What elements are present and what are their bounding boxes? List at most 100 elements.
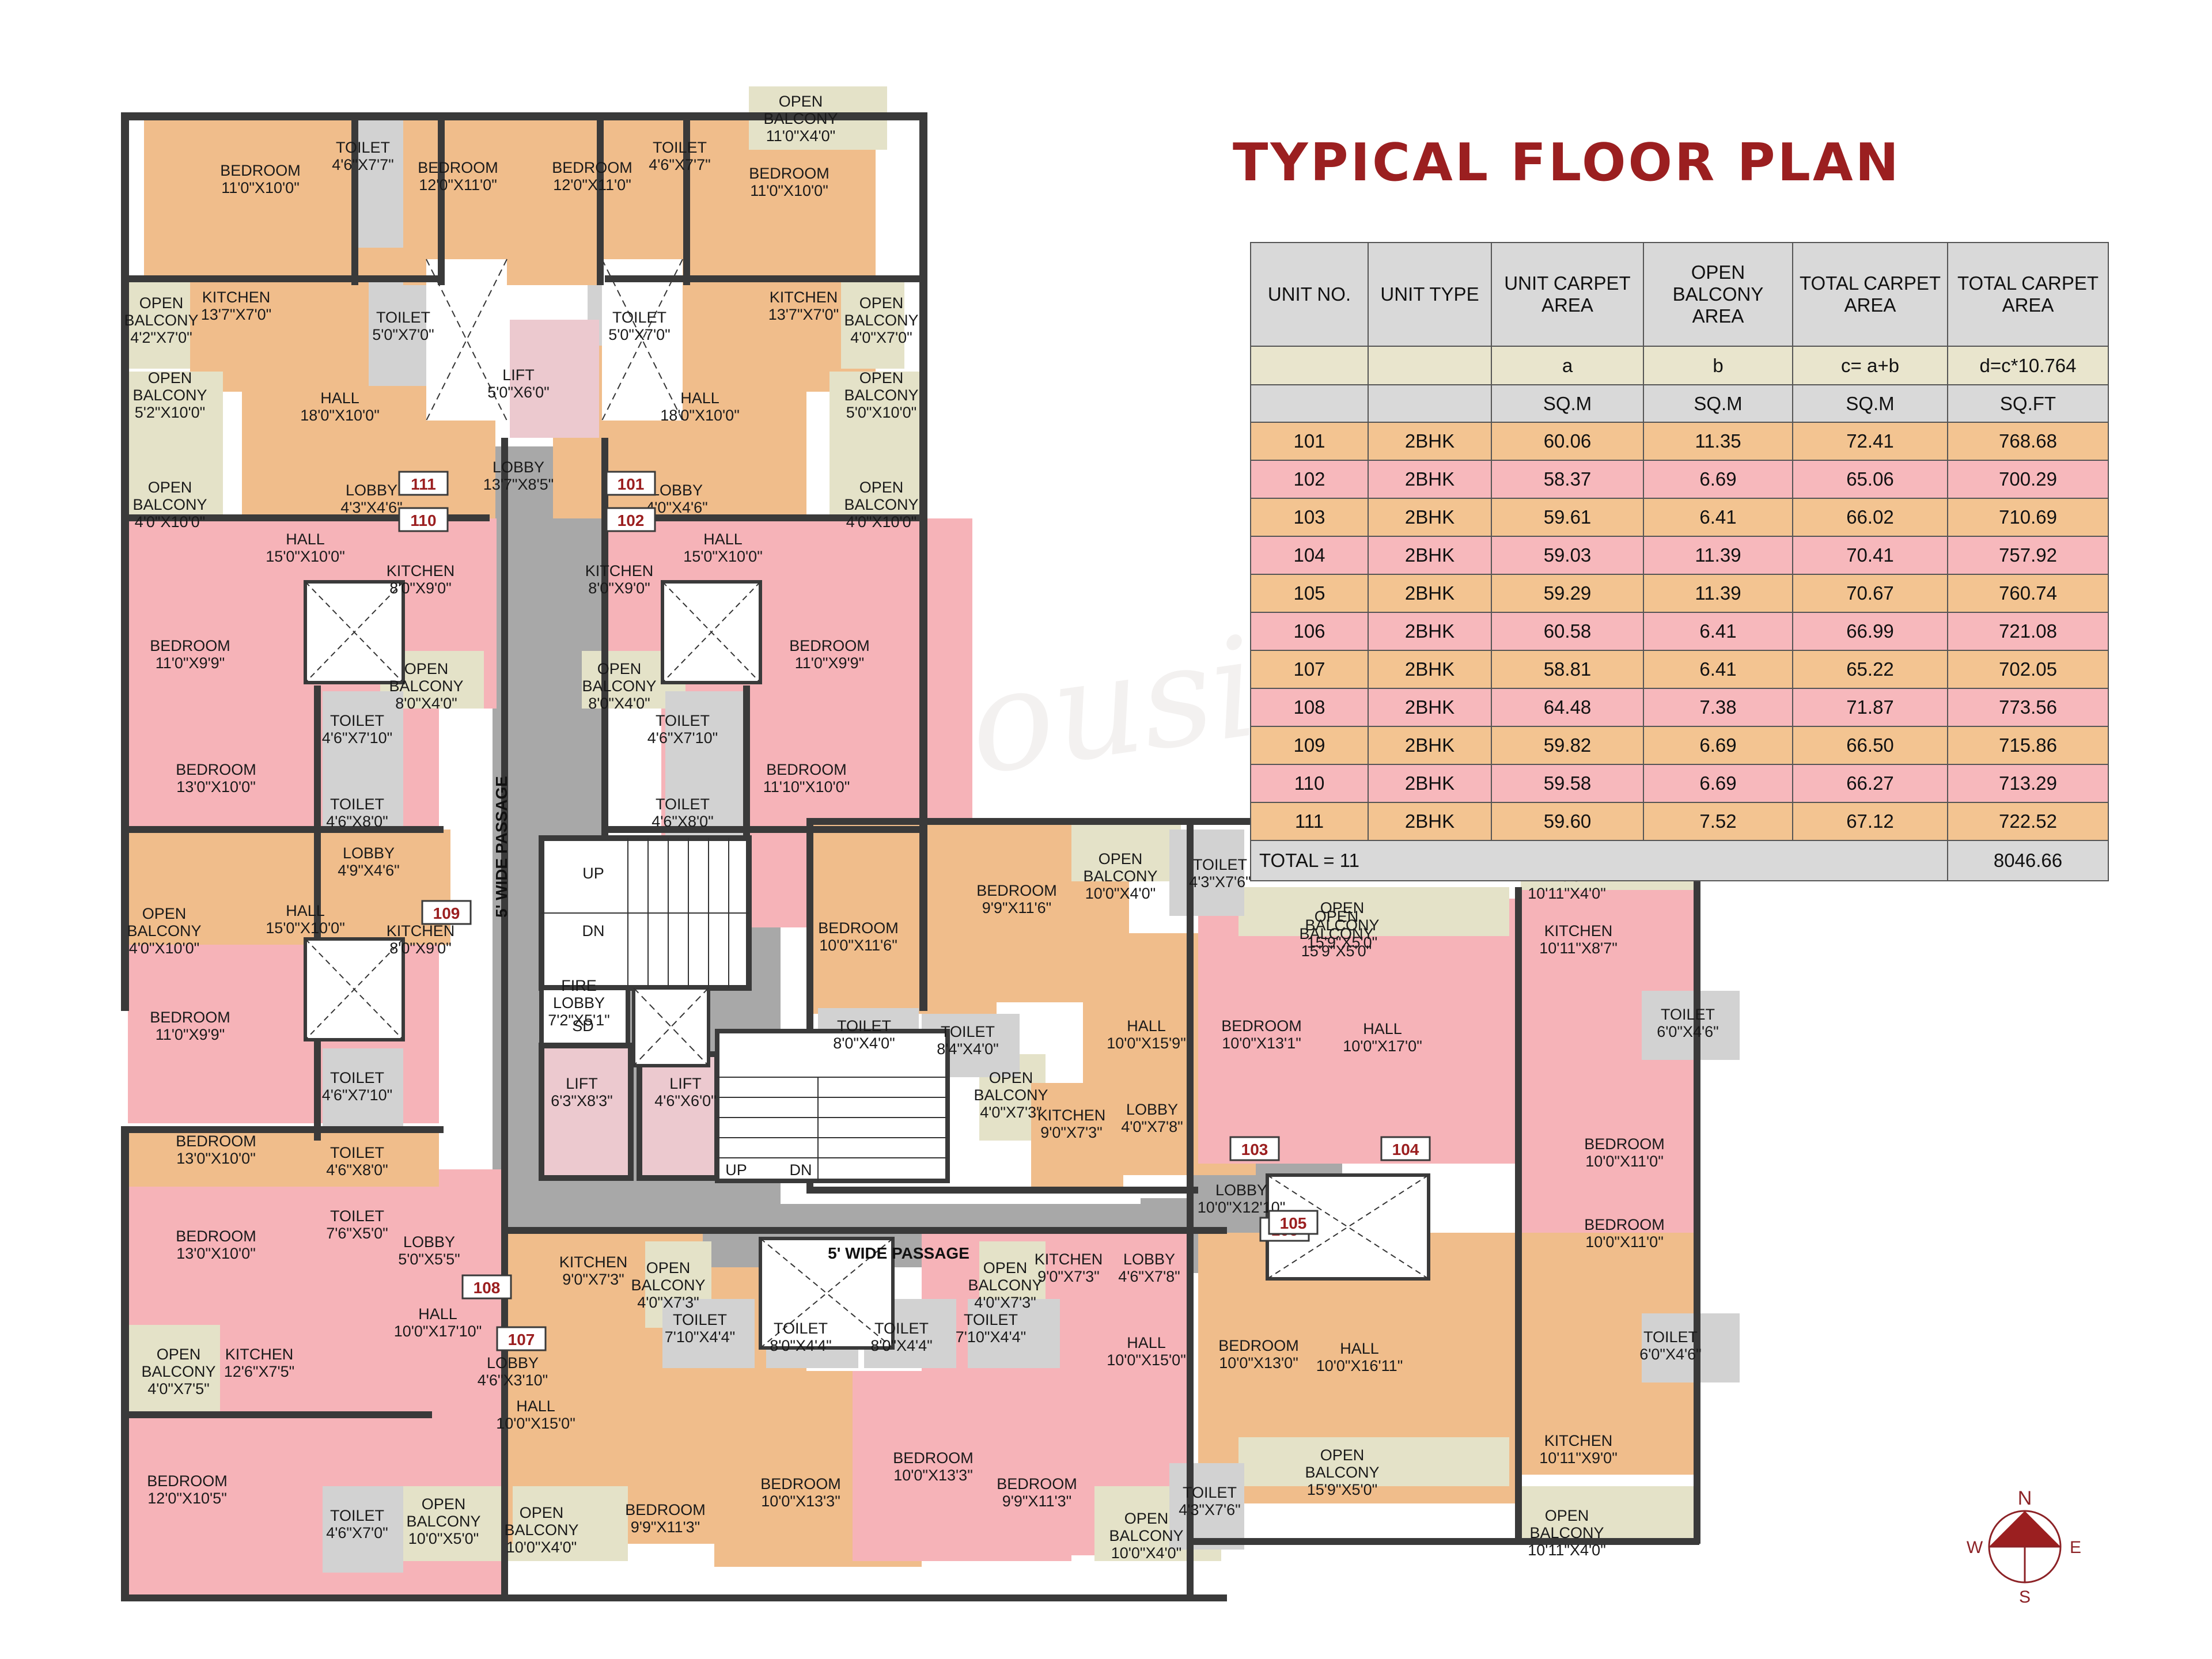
cell-unit-type: 2BHK bbox=[1368, 460, 1492, 499]
formula-row: a b c= a+b d=c*10.764 bbox=[1250, 346, 2109, 385]
unit-tag-box bbox=[421, 900, 472, 925]
uom-d: SQ.FT bbox=[1947, 384, 2109, 423]
cell-unit-no: 111 bbox=[1250, 802, 1369, 841]
cell-unit-no: 104 bbox=[1250, 536, 1369, 575]
total-label: TOTAL = 11 bbox=[1250, 840, 1948, 881]
cell-balcony-b: 11.35 bbox=[1643, 422, 1793, 461]
cell-total-c: 70.41 bbox=[1792, 536, 1948, 575]
header-unit-no: UNIT NO. bbox=[1250, 242, 1369, 347]
cell-total-c: 66.02 bbox=[1792, 498, 1948, 537]
cell-total-c: 66.27 bbox=[1792, 764, 1948, 803]
cell-carpet-a: 60.06 bbox=[1491, 422, 1644, 461]
unit-tag-109: 109 bbox=[433, 904, 460, 922]
cell-carpet-a: 59.29 bbox=[1491, 574, 1644, 613]
cell-total-d: 715.86 bbox=[1947, 726, 2109, 765]
cell-balcony-b: 6.41 bbox=[1643, 650, 1793, 689]
formula-c: c= a+b bbox=[1792, 346, 1948, 385]
cell-carpet-a: 59.60 bbox=[1491, 802, 1644, 841]
walls bbox=[121, 112, 1700, 1601]
room-label: SD bbox=[572, 1017, 594, 1035]
compass-north-arrow bbox=[1989, 1511, 2061, 1547]
passage-label: 5' WIDE PASSAGE bbox=[493, 776, 510, 918]
cell-total-d: 713.29 bbox=[1947, 764, 2109, 803]
uom-b: SQ.M bbox=[1643, 384, 1793, 423]
cell-unit-no: 102 bbox=[1250, 460, 1369, 499]
cell-unit-no: 105 bbox=[1250, 574, 1369, 613]
formula-d: d=c*10.764 bbox=[1947, 346, 2109, 385]
cell-total-c: 65.22 bbox=[1792, 650, 1948, 689]
cell-unit-no: 101 bbox=[1250, 422, 1369, 461]
unit-tag-105: 105 bbox=[1280, 1214, 1307, 1232]
unit-tag-box bbox=[1229, 1136, 1280, 1161]
unit-103-area bbox=[812, 824, 1256, 1187]
cell-balcony-b: 11.39 bbox=[1643, 536, 1793, 575]
unit-of-measure-row: SQ.M SQ.M SQ.M SQ.FT bbox=[1250, 384, 2109, 423]
floor-plan-drawing: .w{fill:#3a3a3a;} .or{fill:#f0bd8b;} .pk… bbox=[121, 86, 1740, 1601]
cell-total-d: 760.74 bbox=[1947, 574, 2109, 613]
cell-total-d: 702.05 bbox=[1947, 650, 2109, 689]
top-lift-core bbox=[426, 259, 683, 438]
header-unit-carpet-area: UNIT CARPET AREA bbox=[1491, 242, 1644, 347]
cell-carpet-a: 58.81 bbox=[1491, 650, 1644, 689]
cell-total-c: 71.87 bbox=[1792, 688, 1948, 727]
unit-tag-110: 110 bbox=[410, 512, 436, 529]
cell-unit-no: 107 bbox=[1250, 650, 1369, 689]
header-total-carpet-area-sqft: TOTAL CARPET AREA bbox=[1947, 242, 2109, 347]
unit-tag-box bbox=[605, 507, 656, 532]
cell-unit-type: 2BHK bbox=[1368, 726, 1492, 765]
cell-unit-type: 2BHK bbox=[1368, 574, 1492, 613]
compass-label-east: E bbox=[2070, 1538, 2081, 1557]
table-header-row: UNIT NO. UNIT TYPE UNIT CARPET AREA OPEN… bbox=[1250, 242, 2109, 347]
cell-balcony-b: 6.69 bbox=[1643, 460, 1793, 499]
cell-total-c: 67.12 bbox=[1792, 802, 1948, 841]
room-label: DN bbox=[582, 922, 605, 940]
cell-balcony-b: 7.38 bbox=[1643, 688, 1793, 727]
